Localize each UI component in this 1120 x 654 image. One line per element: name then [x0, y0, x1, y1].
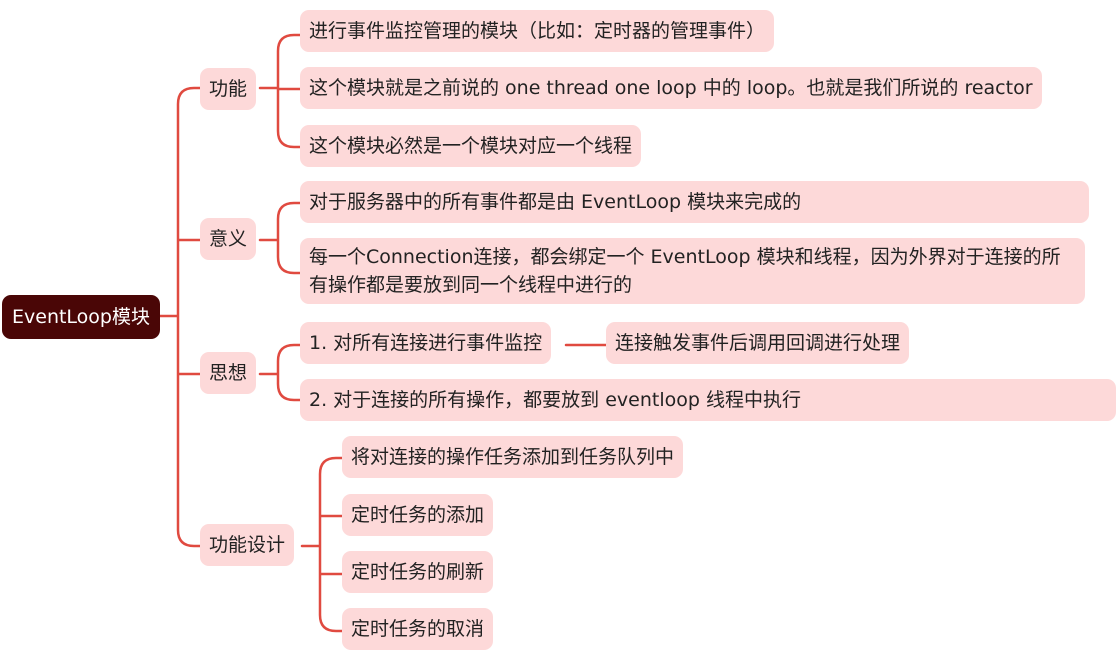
gongnengsheji-item-2: 定时任务的添加 [342, 494, 494, 536]
connector-yiyi [258, 201, 302, 275]
branch-sixiang: 思想 [200, 352, 257, 394]
connector-sixiang [258, 343, 302, 402]
root-node: EventLoop模块 [2, 295, 160, 339]
yiyi-item-2: 每一个Connection连接，都会绑定一个 EventLoop 模块和线程，因… [300, 238, 1085, 304]
connector-gongnengsheji [300, 456, 344, 633]
branch-gongneng: 功能 [200, 68, 257, 110]
gongnengsheji-item-3: 定时任务的刷新 [342, 551, 494, 593]
branch-gongnengsheji: 功能设计 [200, 524, 295, 566]
sixiang-item-2: 2. 对于连接的所有操作，都要放到 eventloop 线程中执行 [300, 379, 1116, 421]
gongneng-item-1: 进行事件监控管理的模块（比如：定时器的管理事件） [300, 10, 775, 52]
connector-gongneng [258, 33, 302, 149]
gongneng-item-2: 这个模块就是之前说的 one thread one loop 中的 loop。也… [300, 67, 1042, 109]
branch-yiyi: 意义 [200, 218, 257, 260]
gongneng-item-3: 这个模块必然是一个模块对应一个线程 [300, 125, 642, 167]
yiyi-item-1: 对于服务器中的所有事件都是由 EventLoop 模块来完成的 [300, 181, 1089, 223]
gongnengsheji-item-4: 定时任务的取消 [342, 608, 494, 650]
gongnengsheji-item-1: 将对连接的操作任务添加到任务队列中 [342, 436, 684, 478]
sixiang-subitem: 连接触发事件后调用回调进行处理 [606, 322, 910, 364]
sixiang-item-1: 1. 对所有连接进行事件监控 [300, 322, 552, 364]
connector-root-branches [158, 86, 202, 548]
